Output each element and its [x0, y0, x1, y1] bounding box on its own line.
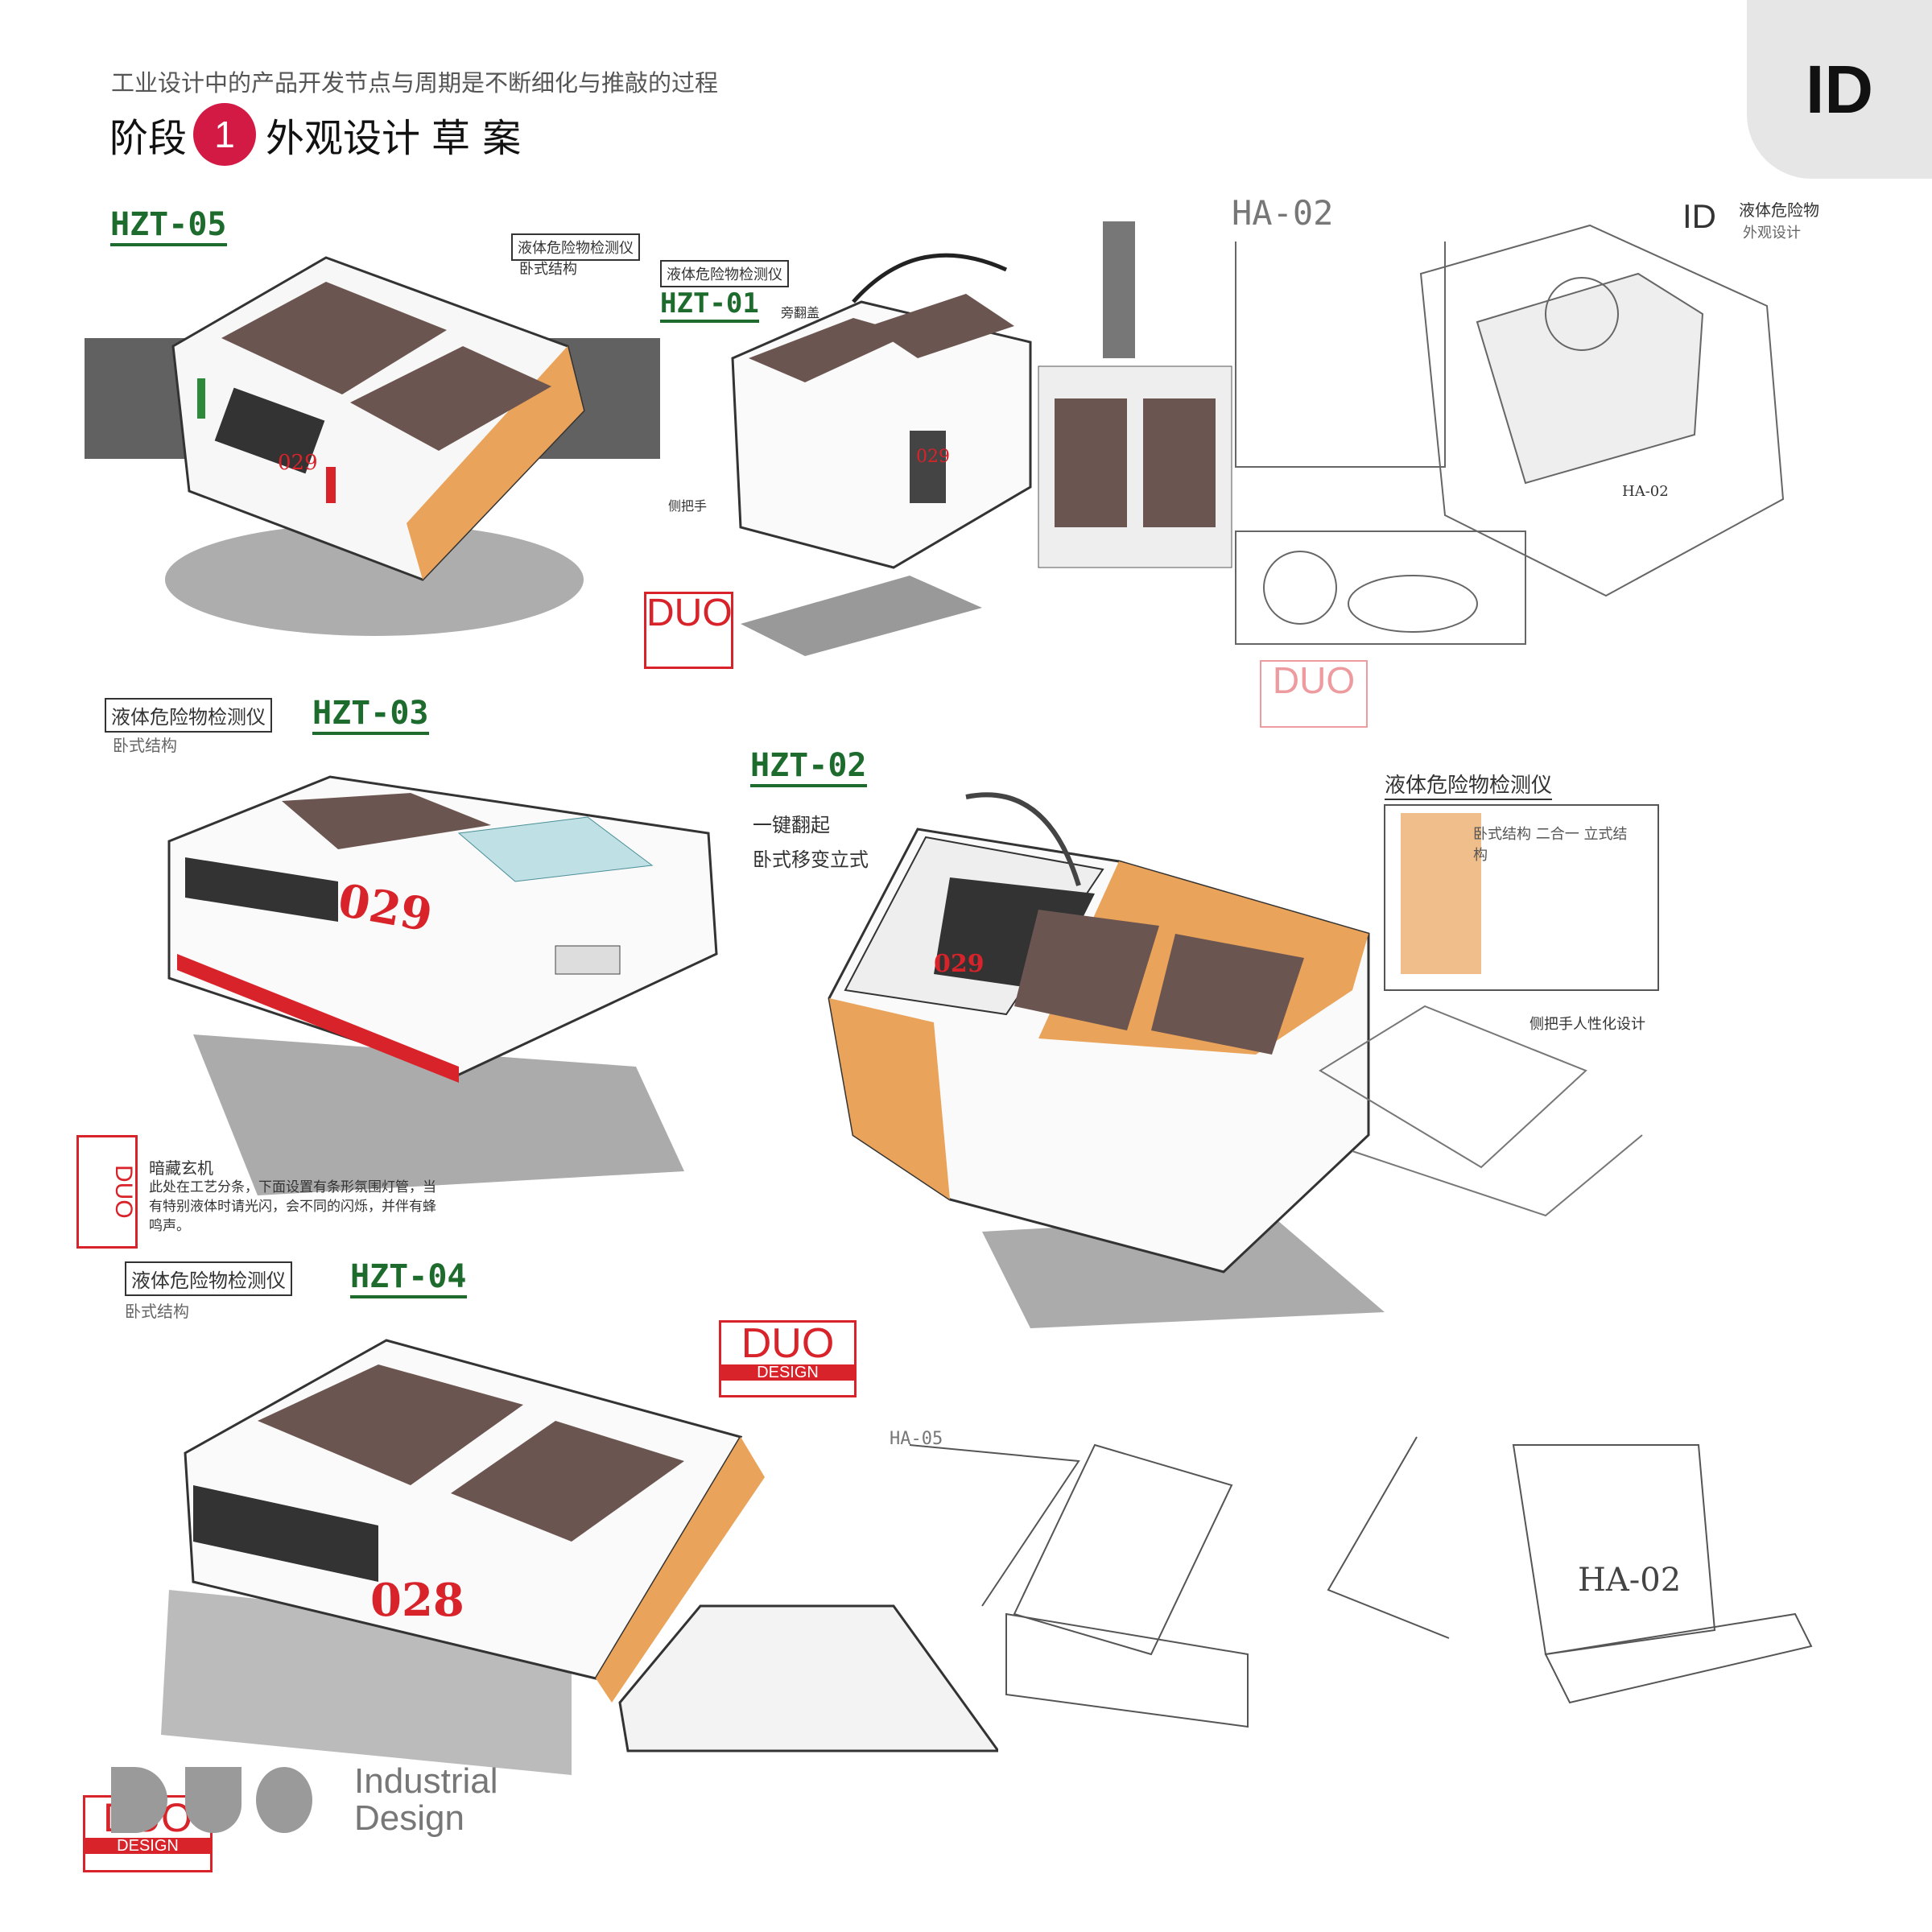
- sketch-note-4: 侧把手人性化设计: [1530, 1016, 1645, 1033]
- sketch-note: 一键翻起: [753, 814, 830, 836]
- device-sketch-image: [161, 1339, 998, 1775]
- display-readout: HA-02: [1622, 483, 1669, 500]
- id-corner-badge: ID: [1747, 0, 1932, 179]
- device-sketch-image: [731, 221, 1232, 656]
- display-readout: 028: [370, 1574, 464, 1627]
- stamp-duo-text: DUO: [741, 1320, 835, 1367]
- sketch-hzt-01: 液体危险物检测仪 HZT-01 旁翻盖 侧把手 029: [660, 221, 1240, 664]
- sketch-note-2: 侧把手: [668, 498, 708, 514]
- display-readout: HA-02: [1578, 1562, 1682, 1599]
- sketch-hzt-05: HZT-05 液体危险物检测仪 卧式结构 029: [85, 201, 660, 664]
- logo-line-2: Design: [354, 1798, 464, 1838]
- sketch-label: 液体危险物检测仪: [660, 260, 789, 287]
- sketch-note-2: 卧式移变立式: [753, 848, 869, 871]
- device-sketch-image: [85, 256, 660, 636]
- sketch-label: 液体危险物检测仪: [1385, 769, 1553, 800]
- device-sketch-image: [1235, 224, 1785, 645]
- sketch-code: HA-02: [1232, 193, 1334, 233]
- sketch-note: 外观设计: [1743, 225, 1801, 242]
- title-highlight: 草 案: [425, 106, 539, 166]
- device-sketch-image: [909, 1436, 1813, 1728]
- sketch-label: 液体危险物检测仪: [125, 1261, 292, 1296]
- sketch-code: HZT-05: [110, 206, 227, 246]
- sketch-label: 液体危险物: [1739, 200, 1819, 220]
- sketch-note: 卧式结构: [113, 736, 177, 755]
- sketch-note: 旁翻盖: [781, 305, 820, 320]
- device-sketch-image: [828, 792, 1659, 1328]
- stage-number-badge: 1: [193, 103, 257, 166]
- page-title: 阶段 1 外观设计 草 案: [109, 103, 539, 166]
- device-sketch-image: [167, 775, 718, 1195]
- sketch-ha-02: HA-02 ID 液体危险物 外观设计 HA-02: [1203, 193, 1847, 741]
- sketch-code: HA-05: [890, 1429, 943, 1449]
- sketch-hzt-02: HZT-02 一键翻起 卧式移变立式 液体危险物检测仪 卧式结构 二合一 立式结…: [741, 747, 1690, 1393]
- sketch-code: HZT-04: [350, 1258, 467, 1298]
- sketch-note-3: 卧式结构 二合一 立式结构: [1473, 826, 1628, 864]
- sketch-note: 卧式结构: [125, 1302, 189, 1321]
- sketch-code: HZT-01: [660, 287, 759, 323]
- page-subtitle: 工业设计中的产品开发节点与周期是不断细化与推敲的过程: [111, 69, 719, 97]
- sketch-code: HZT-02: [750, 747, 867, 787]
- logo-text: Industrial Design: [354, 1763, 498, 1837]
- title-main: 外观设计: [266, 116, 421, 161]
- sketch-note: 卧式结构: [519, 261, 577, 278]
- id-badge-text: ID: [1806, 51, 1873, 127]
- annotation-title: 暗藏玄机: [149, 1158, 213, 1178]
- duo-stamp: DUO: [76, 1135, 138, 1249]
- title-prefix: 阶段: [109, 116, 188, 161]
- sketch-label: 液体危险物检测仪: [511, 233, 640, 261]
- display-readout: 029: [278, 451, 318, 475]
- stamp-design-text: DESIGN: [721, 1364, 854, 1381]
- sketch-ha-05: HA-05 HA-02: [886, 1429, 1835, 1751]
- sketch-hzt-03: 液体危险物检测仪 HZT-03 卧式结构 029 暗藏玄机 此处在工艺分条，下面…: [72, 688, 741, 1252]
- duo-stamp: DUO: [1260, 660, 1368, 728]
- sketch-label: 液体危险物检测仪: [105, 698, 272, 733]
- id-mark: ID: [1682, 197, 1716, 235]
- annotation-text: 此处在工艺分条，下面设置有条形氛围灯管，当有特别液体时请光闪，会不同的闪烁，并伴…: [149, 1179, 436, 1234]
- stamp-design-text: DESIGN: [85, 1838, 210, 1854]
- display-readout: 029: [934, 950, 985, 978]
- duo-stamp: DUO: [644, 592, 733, 669]
- logo-line-1: Industrial: [354, 1761, 498, 1801]
- display-readout: 029: [916, 447, 950, 467]
- sketch-hzt-04: 液体危险物检测仪 HZT-04 卧式结构 028: [72, 1252, 998, 1823]
- sketch-code: HZT-03: [312, 695, 429, 735]
